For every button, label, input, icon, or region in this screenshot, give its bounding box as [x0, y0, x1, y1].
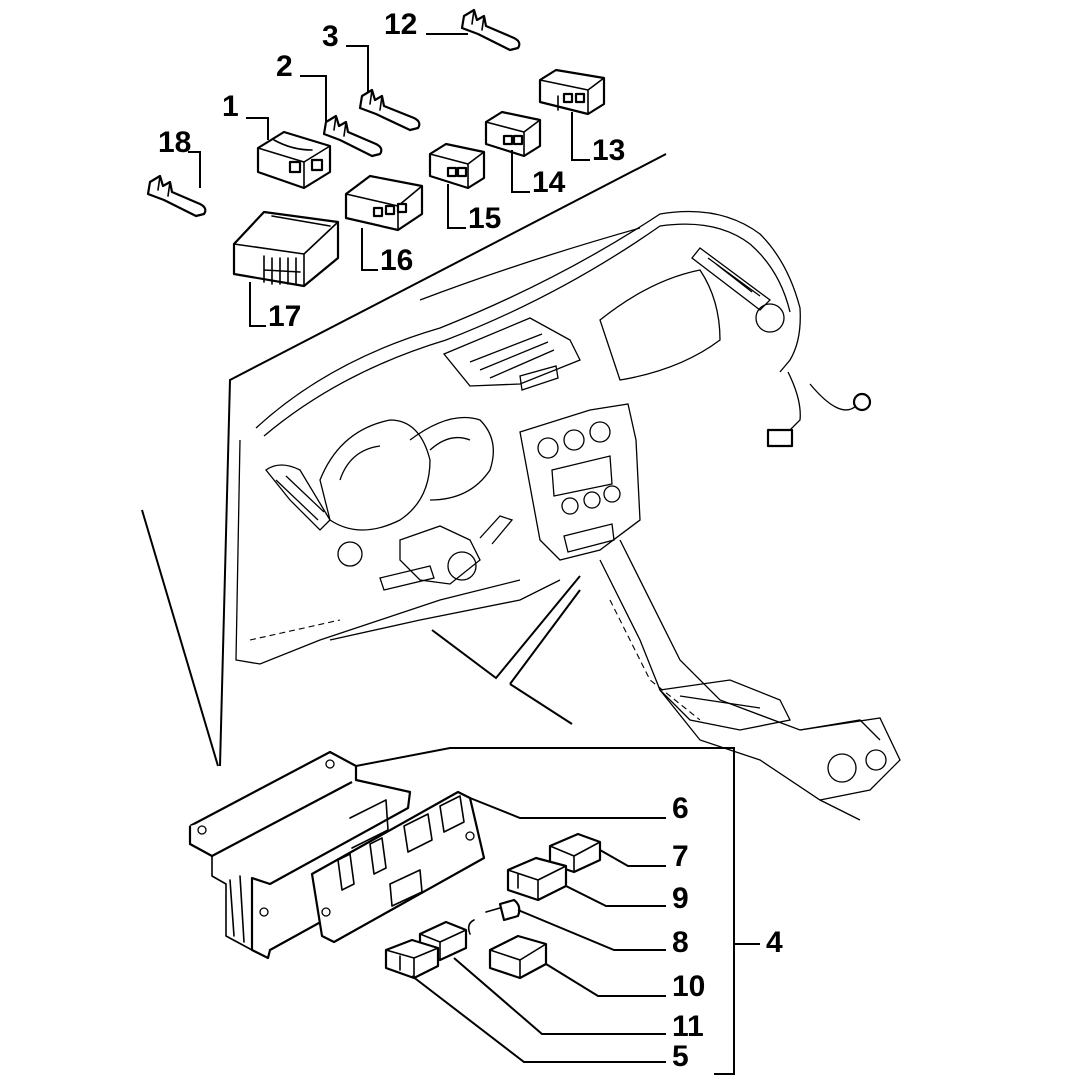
callout-15: 15 [468, 202, 502, 235]
callout-16: 16 [380, 244, 414, 277]
callout-6: 6 [672, 792, 689, 825]
callout-3: 3 [322, 20, 339, 53]
callout-7: 7 [672, 840, 689, 873]
switch-panel-plate-6 [310, 790, 486, 944]
callout-9: 9 [672, 882, 689, 915]
leaders-bottom [355, 747, 760, 1075]
callout-14: 14 [532, 166, 566, 199]
part-connector-1 [256, 130, 332, 190]
switch-10 [488, 934, 548, 980]
switch-5 [384, 938, 440, 980]
callout-12: 12 [384, 8, 418, 41]
part-terminal-18 [146, 174, 207, 218]
callout-2: 2 [276, 50, 293, 83]
callout-10: 10 [672, 970, 706, 1003]
callout-18: 18 [158, 126, 192, 159]
callout-5: 5 [672, 1040, 689, 1073]
part-connector-15 [428, 142, 486, 190]
part-connector-17 [232, 210, 340, 288]
callout-4: 4 [766, 926, 783, 959]
part-terminal-2 [322, 114, 383, 158]
dashboard-drawing [235, 210, 901, 821]
part-terminal-3 [358, 88, 421, 132]
part-connector-13 [538, 68, 606, 116]
switch-9 [506, 856, 568, 902]
part-terminal-12 [460, 8, 521, 52]
callout-11: 11 [672, 1010, 704, 1043]
lamp-8 [467, 898, 521, 935]
frame-line [219, 153, 667, 767]
callout-8: 8 [672, 926, 689, 959]
part-connector-14 [484, 110, 542, 158]
callout-17: 17 [268, 300, 302, 333]
part-connector-16 [344, 174, 424, 232]
callout-1: 1 [222, 90, 239, 123]
leaders-top [188, 33, 590, 327]
switch-panel-bracket [188, 750, 412, 960]
callout-13: 13 [592, 134, 626, 167]
pointer-line-a [141, 509, 219, 767]
